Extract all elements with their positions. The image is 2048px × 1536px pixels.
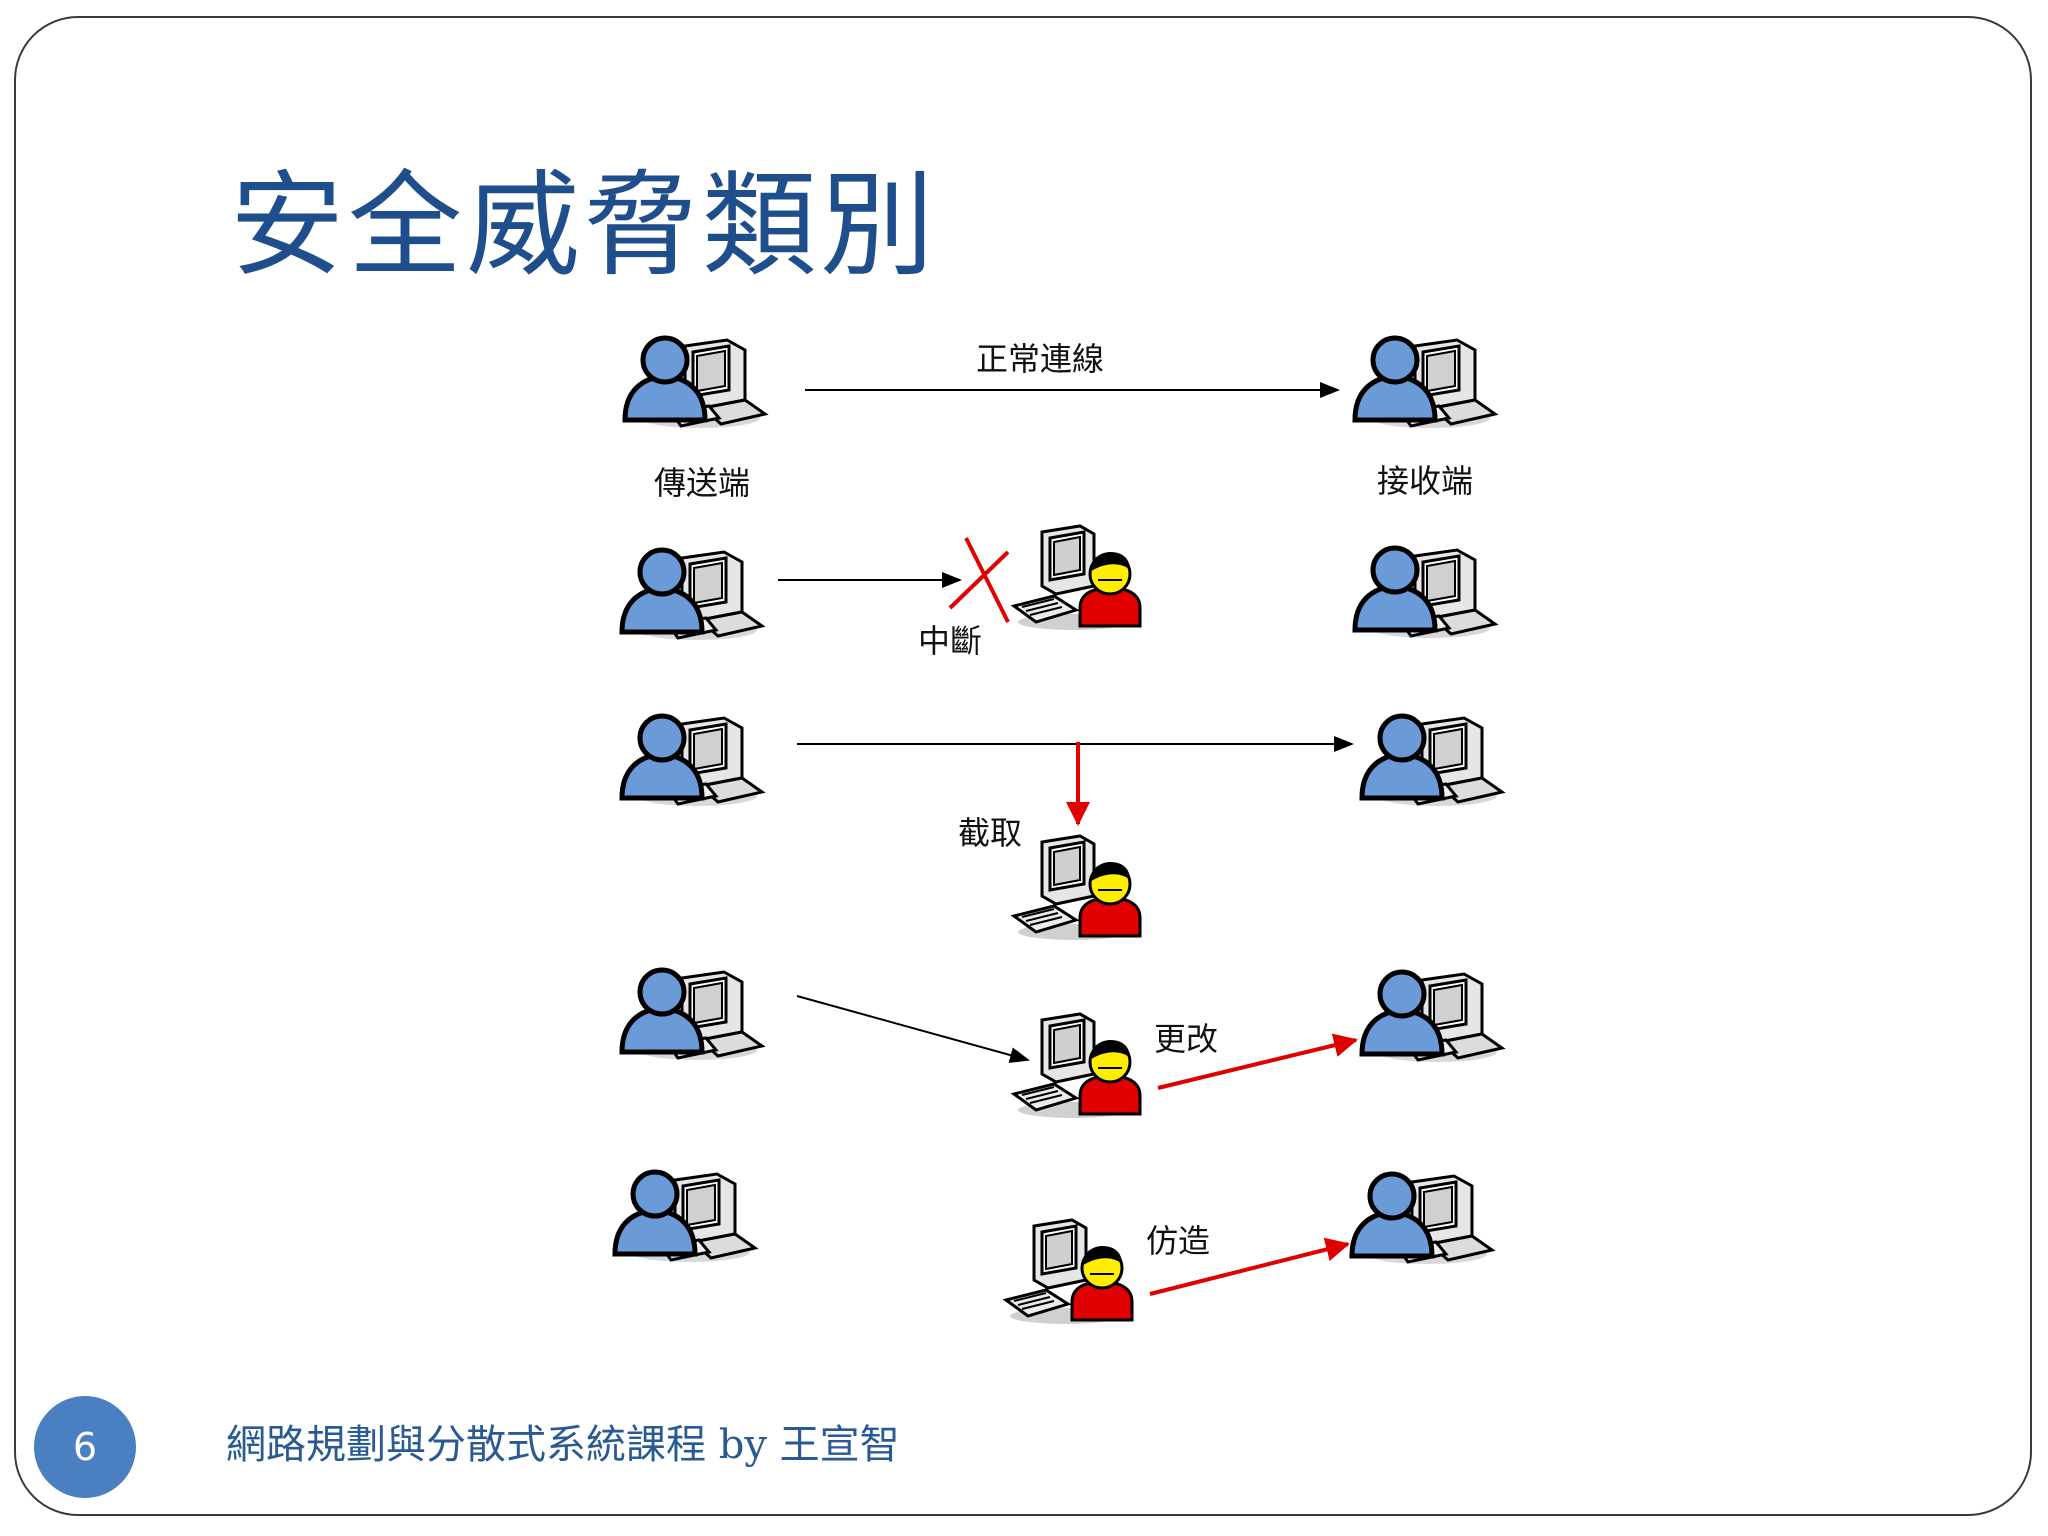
sender-icon-interception (622, 716, 762, 806)
attacker-icon-interception (1012, 834, 1142, 942)
interruption-label: 中斷 (918, 622, 982, 660)
sender-icon-fabrication (615, 1172, 755, 1262)
attacker-icon-modification (1012, 1012, 1142, 1120)
receiver-icon-fabrication (1352, 1174, 1492, 1264)
attacker-icon-interruption (1012, 524, 1142, 632)
receiver-icon-interception (1362, 716, 1502, 806)
sender-label: 傳送端 (654, 464, 750, 502)
receiver-label: 接收端 (1377, 462, 1473, 500)
receiver-icon-normal (1355, 338, 1495, 428)
attacker-icon-fabrication (1004, 1218, 1134, 1326)
footer-text: 網路規劃與分散式系統課程 by 王宣智 (226, 1422, 900, 1468)
modification-arrow-out (1157, 1033, 1358, 1090)
fabrication-arrow (1149, 1237, 1350, 1296)
slide-frame (14, 16, 2032, 1516)
modification-arrow-in (796, 995, 1030, 1063)
interception-label: 截取 (958, 814, 1022, 852)
red-x-icon (948, 537, 1010, 623)
receiver-icon-interruption (1355, 548, 1495, 638)
slide-title: 安全威脅類別 (230, 159, 939, 292)
sender-icon-interruption (622, 550, 762, 640)
sender-icon-normal (625, 338, 765, 428)
receiver-icon-modification (1362, 972, 1502, 1062)
fabrication-label: 仿造 (1146, 1222, 1210, 1260)
page-number-badge: 6 (34, 1396, 136, 1498)
normal-label: 正常連線 (976, 340, 1104, 378)
sender-icon-modification (622, 970, 762, 1060)
modification-label: 更改 (1154, 1020, 1218, 1058)
